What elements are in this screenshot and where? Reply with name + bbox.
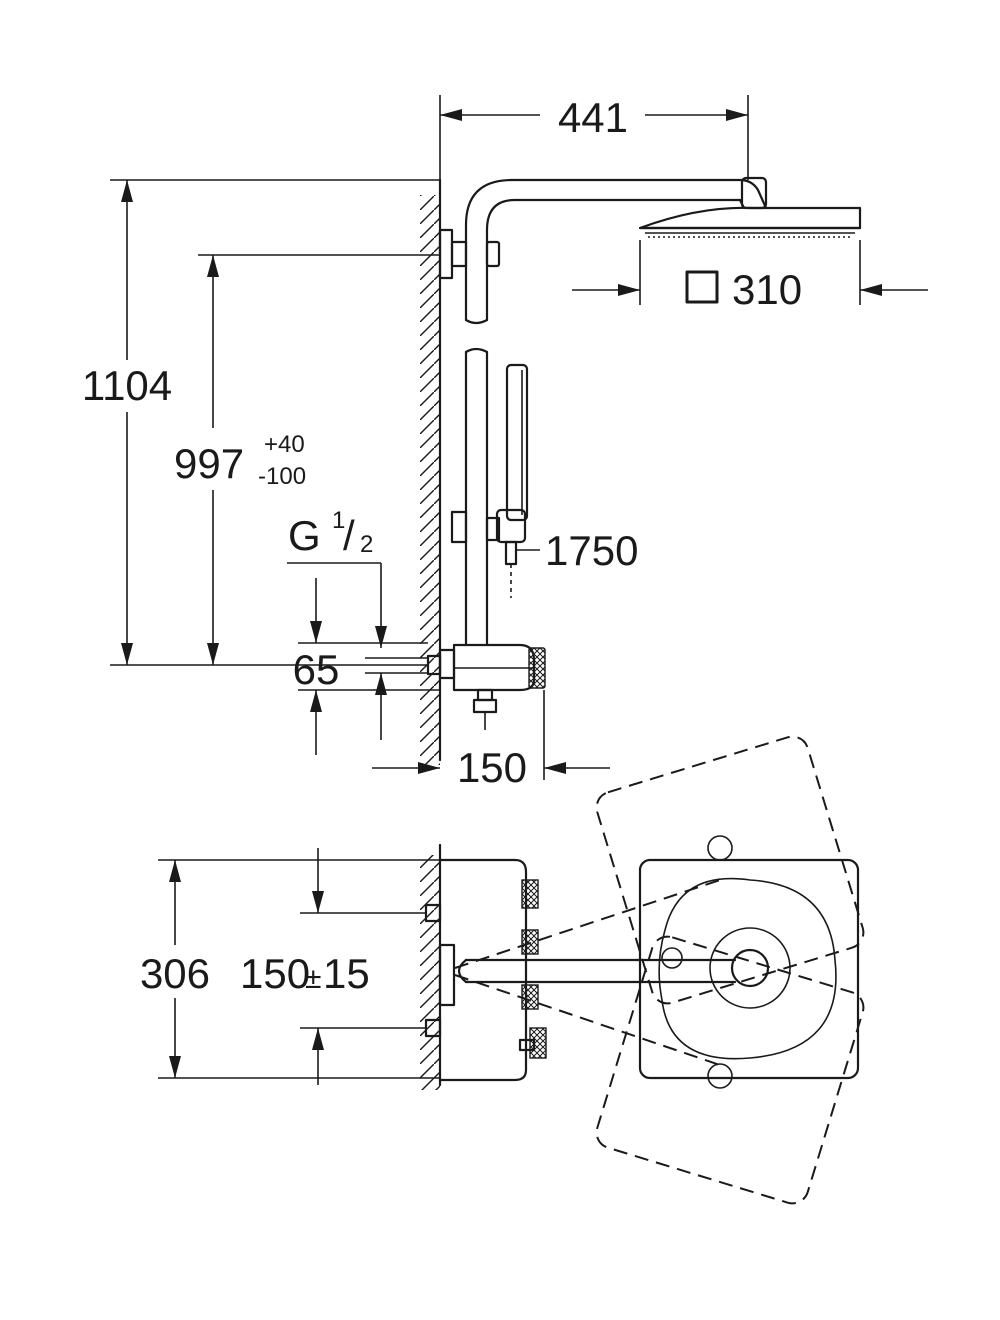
dim-150: 150 [372, 690, 610, 791]
wall-bracket-upper [438, 228, 501, 280]
dim-150-15-tol-sign: ± [305, 962, 321, 995]
dim-306-text: 306 [140, 950, 210, 997]
wall-lower [420, 843, 442, 1090]
arm-top [438, 943, 737, 1007]
square-size-icon [685, 270, 719, 304]
top-view: 306 150 ± 15 [140, 735, 865, 1205]
dim-441-text: 441 [558, 94, 628, 141]
dim-997-text: 997 [174, 440, 244, 487]
dim-441: 441 [439, 94, 749, 180]
side-view: 441 [82, 94, 928, 791]
dim-150-text: 150 [457, 744, 527, 791]
dim-150-15-tol-val: 15 [323, 950, 370, 997]
dim-310-text: 310 [732, 266, 802, 313]
thread-num-text: 1 [332, 507, 345, 534]
dim-150-15: 150 ± 15 [240, 848, 426, 1085]
thread-label: G 1 / 2 [287, 507, 387, 648]
dim-310: 310 [572, 240, 928, 313]
rotation-envelope [454, 735, 865, 1205]
head-top [638, 835, 860, 1089]
shower-rail [464, 318, 489, 647]
thread-den-text: 2 [360, 531, 373, 558]
dim-65-text: 65 [293, 646, 340, 693]
shower-head [638, 206, 862, 238]
dim-997: 997 +40 -100 [174, 254, 440, 665]
wall-upper [420, 178, 442, 765]
thread-g-text: G [288, 512, 321, 559]
dim-1750-text: 1750 [545, 527, 638, 574]
thread-slash-text: / [343, 512, 355, 559]
dim-997-tol-minus: -100 [258, 463, 306, 490]
dim-65: 65 [293, 578, 440, 755]
thermostat-top [424, 858, 547, 1082]
dim-1104-text: 1104 [82, 362, 172, 409]
dim-150-15-base: 150 [240, 950, 310, 997]
shower-arm [464, 176, 768, 322]
dim-997-tol-plus: +40 [264, 431, 305, 458]
dim-1104: 1104 [82, 179, 440, 666]
hand-shower: 1750 [450, 363, 638, 598]
thermostat-side [426, 643, 546, 730]
dim-306: 306 [140, 859, 440, 1079]
